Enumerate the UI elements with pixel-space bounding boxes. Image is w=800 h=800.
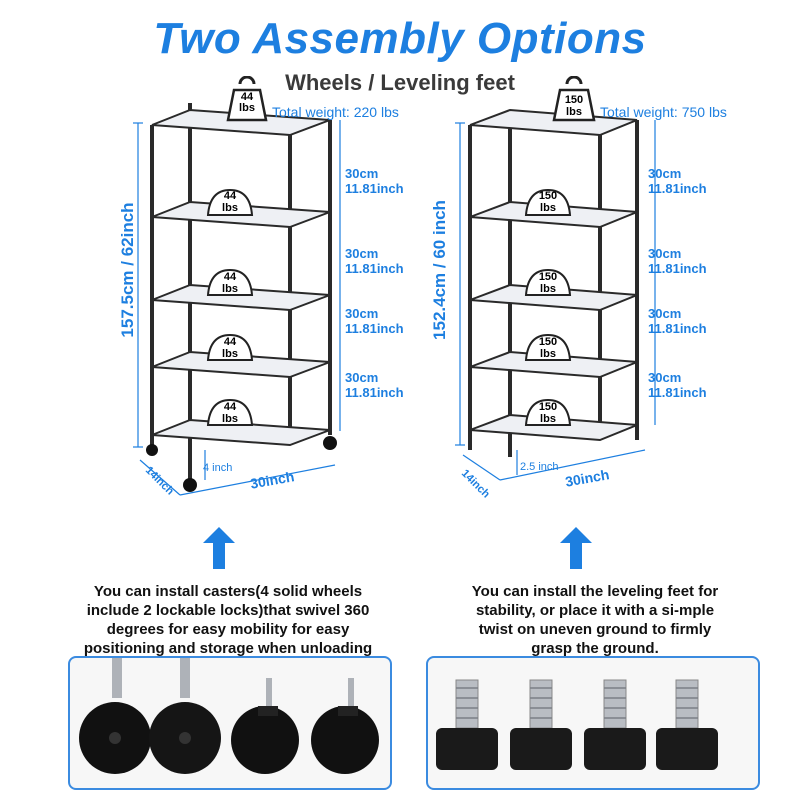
left-total-weight: Total weight: 220 lbs: [272, 104, 399, 120]
leveling-feet-image: [436, 679, 718, 770]
left-description: You can install casters(4 solid wheels i…: [83, 583, 373, 657]
left-top-weight-text: 44 lbs: [239, 91, 255, 114]
left-top-weight-icon: 44 lbs: [226, 75, 268, 122]
caster-wheels-image: [79, 658, 379, 774]
right-total-weight: Total weight: 750 lbs: [600, 104, 727, 120]
leveling-feet-photo: [426, 656, 760, 790]
page-title: Two Assembly Options: [153, 14, 647, 63]
right-top-weight-text: 150 lbs: [564, 94, 584, 118]
right-description: You can install the leveling feet for st…: [471, 583, 719, 657]
arrow-up-icon: [560, 527, 592, 569]
right-base-height: 2.5 inch: [520, 461, 559, 473]
left-shelf-illustration: [133, 103, 341, 496]
right-height-label: 152.4cm / 60 inch: [430, 200, 449, 340]
left-height-label: 157.5cm / 62inch: [118, 202, 137, 338]
right-shelf-illustration: [455, 108, 656, 481]
casters-photo: [68, 656, 392, 790]
arrow-up-icon: [203, 527, 235, 569]
page-subtitle: Wheels / Leveling feet: [285, 70, 515, 95]
right-top-weight-icon: 150 lbs: [552, 75, 596, 122]
kettlebell-icon: [226, 75, 268, 122]
left-base-height: 4 inch: [203, 462, 233, 474]
kettlebell-icon: [552, 75, 596, 122]
